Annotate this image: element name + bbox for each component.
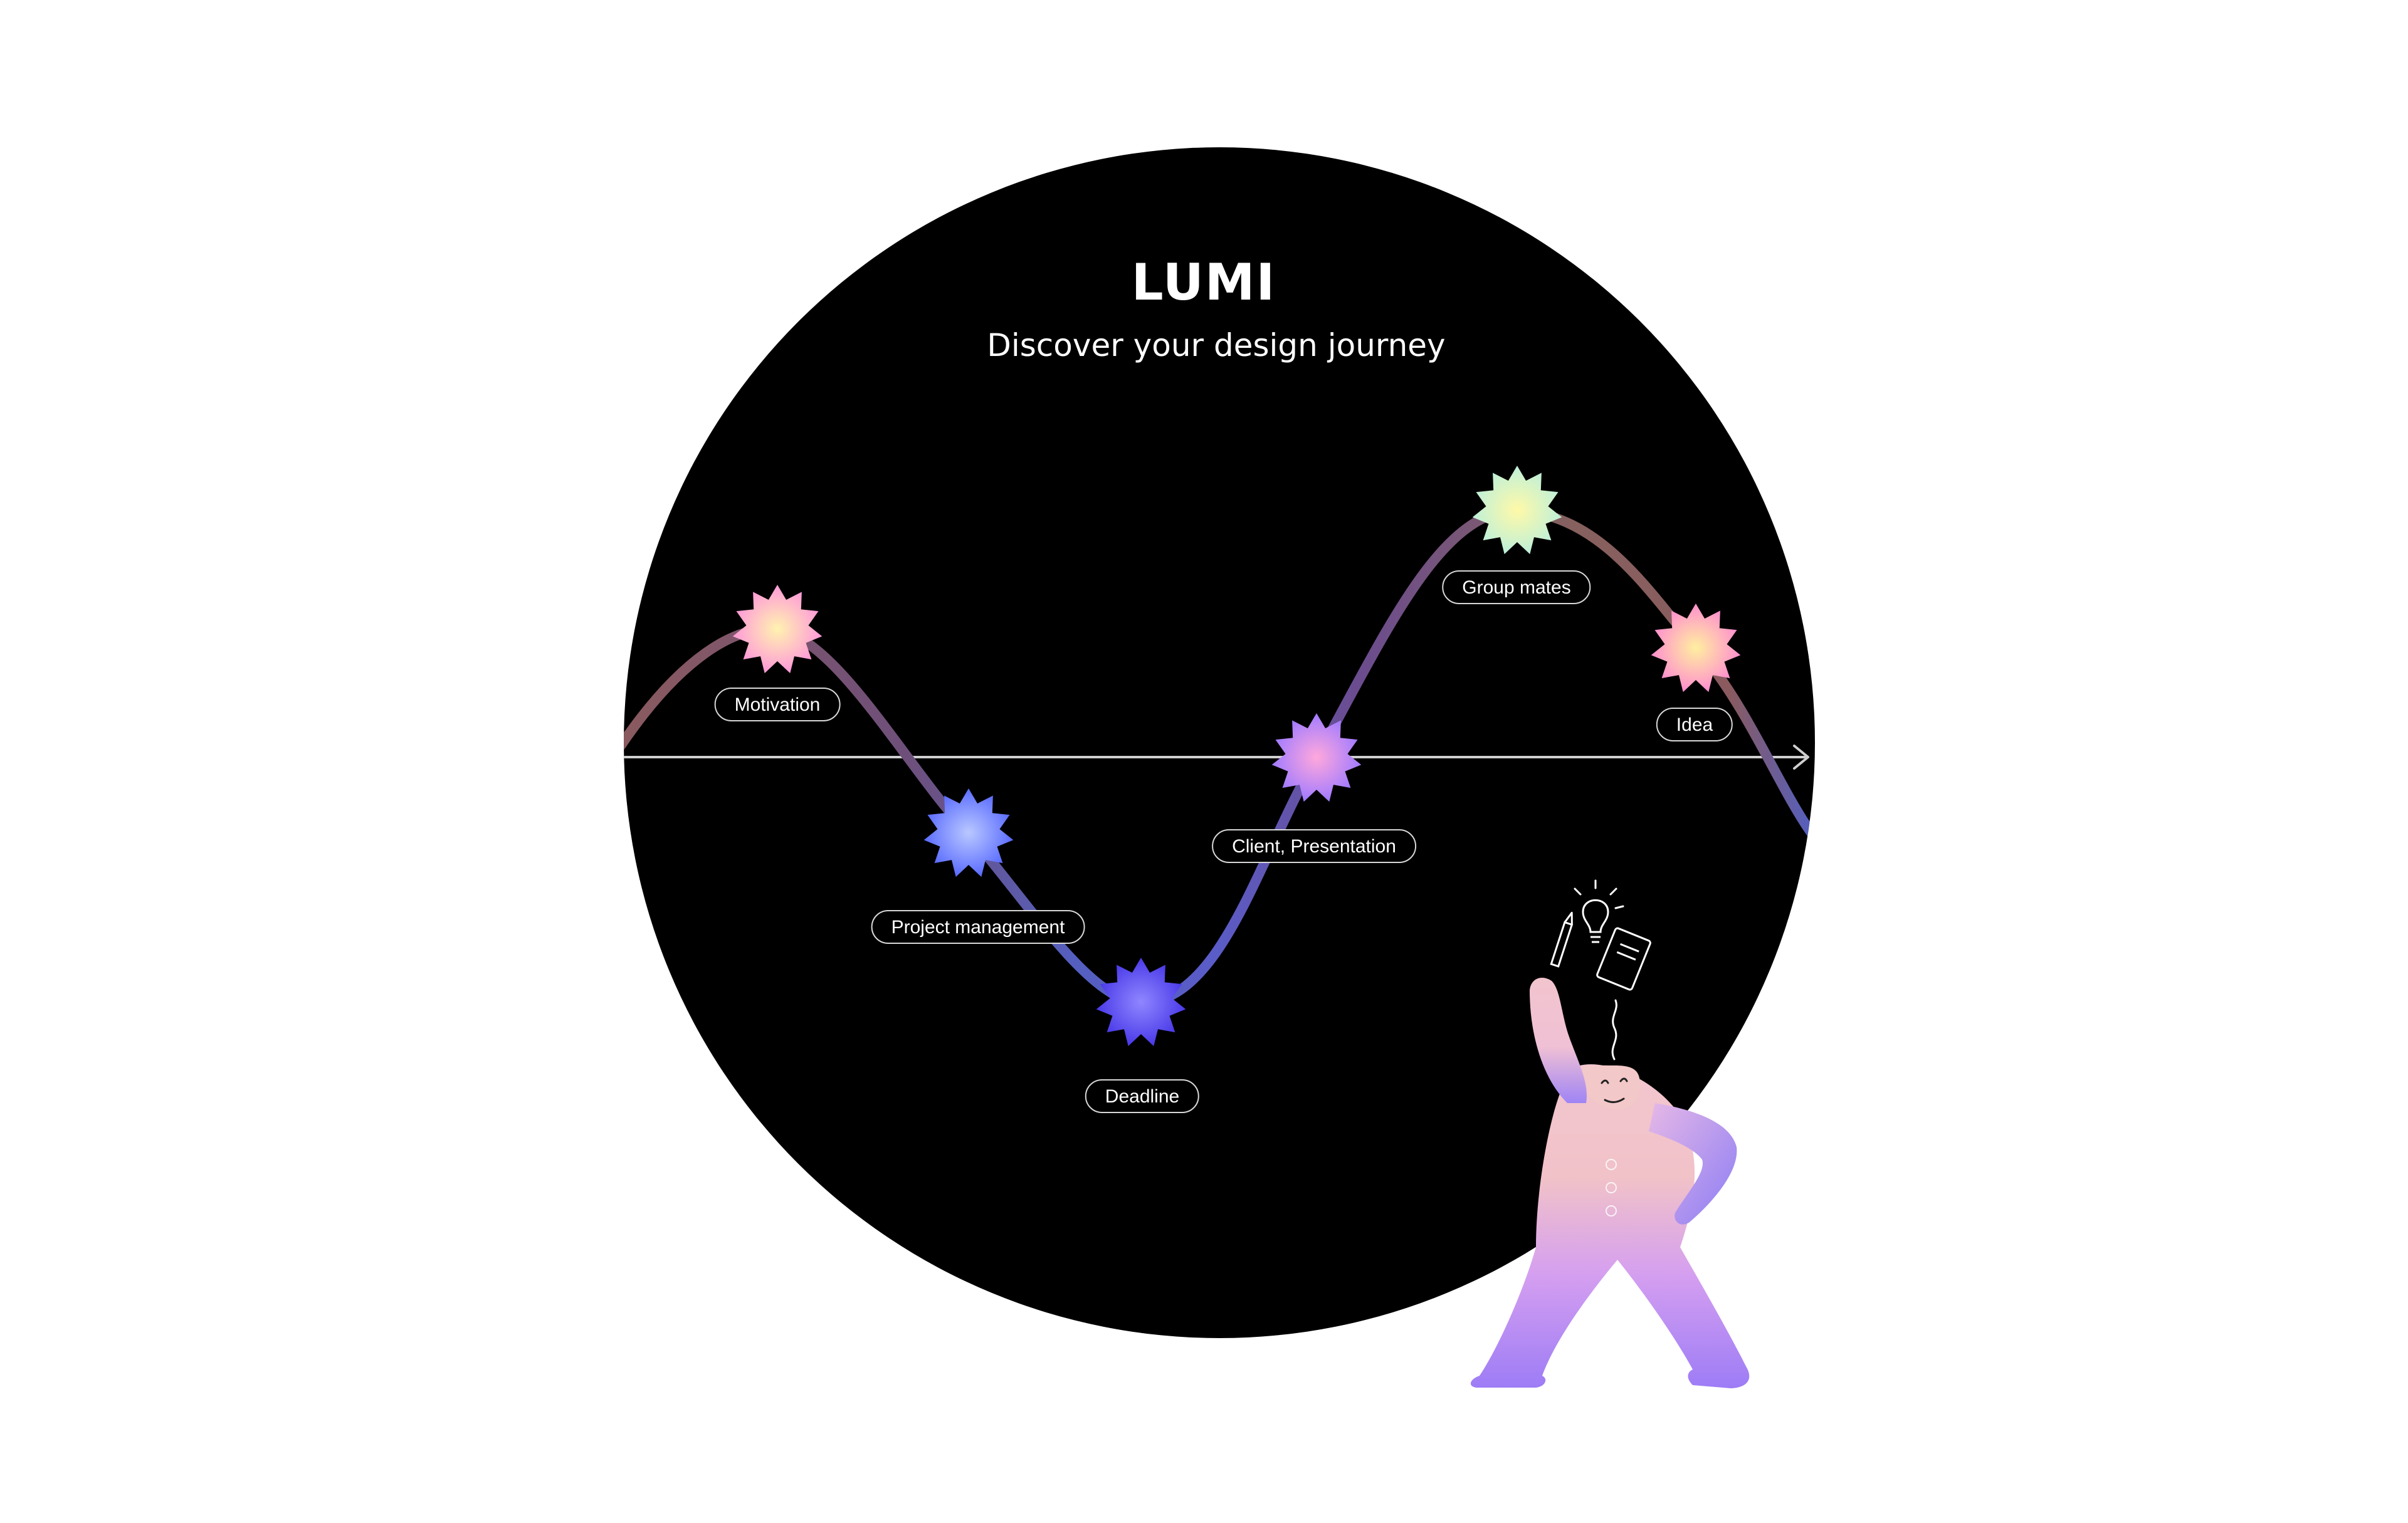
- star-marker-project-management: [923, 788, 1014, 877]
- background-circle: [624, 147, 1815, 1338]
- page-subtitle: Discover your design journey: [987, 327, 1446, 364]
- star-marker-deadline: [1096, 958, 1186, 1047]
- milestone-label-idea: Idea: [1656, 708, 1733, 741]
- steam-icon: [1611, 999, 1617, 1060]
- page-title: LUMI: [1131, 253, 1276, 311]
- star-marker-client-presentation: [1271, 713, 1362, 802]
- shirt-button: [1606, 1205, 1617, 1217]
- character-body: [1470, 1064, 1750, 1388]
- character-face: [1601, 1077, 1628, 1103]
- timeline-arrow-icon: [1793, 745, 1809, 770]
- milestone-label-motivation: Motivation: [714, 688, 841, 721]
- character-raised-arm: [1530, 978, 1587, 1103]
- star-marker-group-mates: [1472, 466, 1562, 555]
- character-head: [1580, 1065, 1641, 1109]
- shirt-button: [1606, 1159, 1617, 1170]
- milestone-label-client-presentation: Client, Presentation: [1212, 829, 1416, 863]
- character-hip-arm: [1649, 1103, 1737, 1225]
- star-marker-motivation: [732, 585, 823, 674]
- journey-curve: [624, 505, 1815, 1008]
- person-cheering-icon: [1470, 879, 1750, 1388]
- milestone-label-deadline: Deadline: [1085, 1079, 1200, 1113]
- milestone-label-project-management: Project management: [871, 910, 1085, 944]
- shirt-button: [1606, 1182, 1617, 1193]
- milestone-label-group-mates: Group mates: [1442, 570, 1591, 604]
- notebook-icon: [1596, 927, 1651, 991]
- milestone-markers: [732, 466, 1741, 1047]
- pencil-icon: [1550, 911, 1574, 968]
- lightbulb-icon: [1574, 879, 1624, 943]
- star-marker-idea: [1651, 604, 1741, 693]
